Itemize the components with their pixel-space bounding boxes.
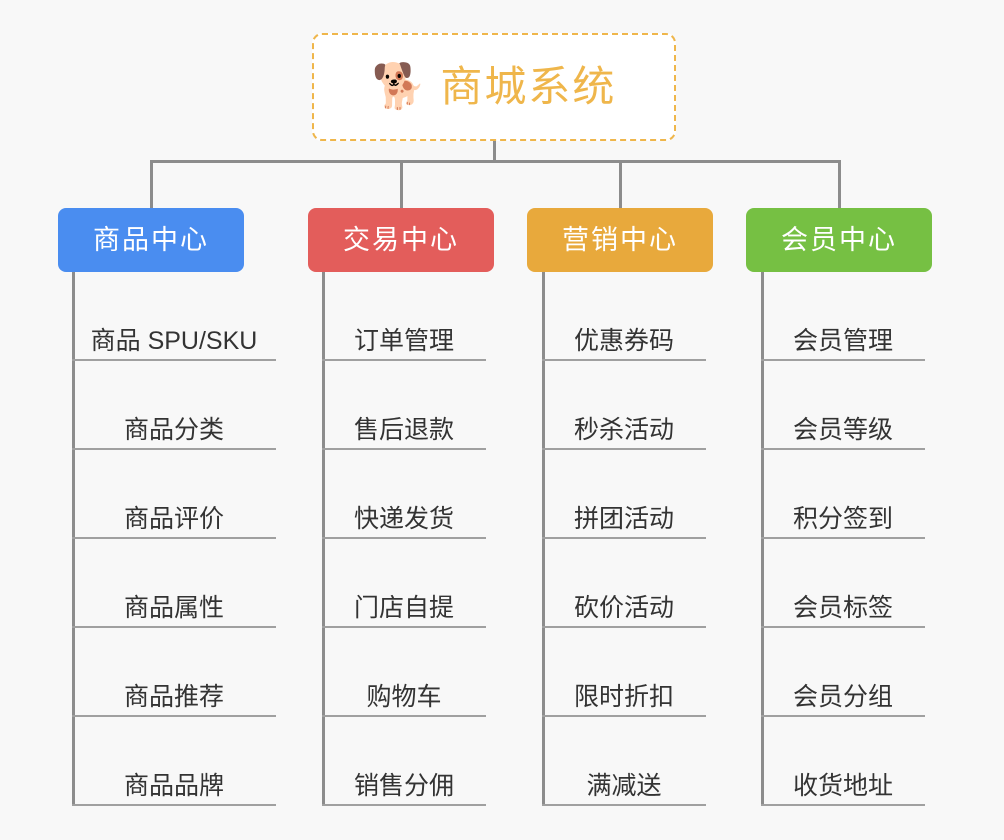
connector-drop-product-center (150, 160, 153, 208)
leaf-trunk-member-center (761, 272, 764, 806)
shiba-dog-icon: 🐕 (371, 62, 427, 111)
leaf-item-label: 收货地址 (792, 771, 893, 800)
leaf-item[interactable]: 收货地址 (761, 717, 925, 806)
leaf-item[interactable]: 快递发货 (322, 450, 486, 539)
leaf-item[interactable]: 商品属性 (72, 539, 276, 628)
leaf-item-label: 商品推荐 (123, 682, 224, 711)
leaf-item-label: 商品属性 (123, 593, 224, 622)
leaf-item[interactable]: 商品品牌 (72, 717, 276, 806)
leaf-trunk-product-center (72, 272, 75, 806)
connector-drop-trade-center (400, 160, 403, 208)
leaf-item[interactable]: 会员标签 (761, 539, 925, 628)
category-label-product-center: 商品中心 (93, 224, 209, 255)
leaf-item[interactable]: 商品评价 (72, 450, 276, 539)
leaf-item[interactable]: 商品 SPU/SKU (72, 272, 276, 361)
leaf-item[interactable]: 购物车 (322, 628, 486, 717)
leaf-trunk-marketing-center (542, 272, 545, 806)
leaf-item-label: 商品品牌 (123, 771, 224, 800)
root-node-mall-system[interactable]: 🐕 商城系统 (312, 33, 676, 141)
leaf-item[interactable]: 会员分组 (761, 628, 925, 717)
category-label-marketing-center: 营销中心 (562, 224, 678, 255)
leaf-item[interactable]: 砍价活动 (542, 539, 706, 628)
leaf-item[interactable]: 限时折扣 (542, 628, 706, 717)
leaf-item-label: 优惠券码 (573, 326, 674, 355)
leaf-item-label: 积分签到 (792, 504, 893, 533)
category-label-member-center: 会员中心 (781, 224, 897, 255)
leaf-item-label: 快递发货 (353, 504, 454, 533)
leaf-item-label: 商品评价 (123, 504, 224, 533)
category-box-trade-center[interactable]: 交易中心 (308, 208, 494, 272)
leaf-item[interactable]: 拼团活动 (542, 450, 706, 539)
leaf-item[interactable]: 积分签到 (761, 450, 925, 539)
leaf-item-label: 商品分类 (123, 415, 224, 444)
leaf-item-label: 会员标签 (792, 593, 893, 622)
leaf-item[interactable]: 满减送 (542, 717, 706, 806)
leaf-item[interactable]: 售后退款 (322, 361, 486, 450)
category-box-member-center[interactable]: 会员中心 (746, 208, 932, 272)
leaf-item-label: 满减送 (586, 771, 662, 800)
connector-drop-marketing-center (619, 160, 622, 208)
leaf-item[interactable]: 会员等级 (761, 361, 925, 450)
leaf-item-label: 砍价活动 (573, 593, 674, 622)
root-node-title: 商城系统 (440, 63, 617, 110)
leaf-item-label: 会员等级 (792, 415, 893, 444)
leaf-column-marketing-center: 优惠券码秒杀活动拼团活动砍价活动限时折扣满减送 (542, 272, 706, 806)
leaf-item-label: 会员分组 (792, 682, 893, 711)
leaf-item-label: 会员管理 (792, 326, 893, 355)
leaf-item-label: 销售分佣 (353, 771, 454, 800)
category-label-trade-center: 交易中心 (343, 224, 459, 255)
leaf-item-label: 购物车 (366, 682, 442, 711)
leaf-column-trade-center: 订单管理售后退款快递发货门店自提购物车销售分佣 (322, 272, 486, 806)
leaf-item[interactable]: 商品推荐 (72, 628, 276, 717)
leaf-item-label: 订单管理 (353, 326, 454, 355)
connector-horizontal-bus (150, 160, 841, 163)
leaf-item[interactable]: 秒杀活动 (542, 361, 706, 450)
leaf-item[interactable]: 商品分类 (72, 361, 276, 450)
leaf-trunk-trade-center (322, 272, 325, 806)
leaf-item[interactable]: 销售分佣 (322, 717, 486, 806)
leaf-column-product-center: 商品 SPU/SKU 商品分类商品评价商品属性商品推荐商品品牌 (72, 272, 276, 806)
connector-drop-member-center (838, 160, 841, 208)
leaf-item[interactable]: 门店自提 (322, 539, 486, 628)
leaf-item-label: 拼团活动 (573, 504, 674, 533)
category-box-marketing-center[interactable]: 营销中心 (527, 208, 713, 272)
leaf-item[interactable]: 优惠券码 (542, 272, 706, 361)
leaf-item-label: 限时折扣 (573, 682, 674, 711)
leaf-item-label: 秒杀活动 (573, 415, 674, 444)
category-box-product-center[interactable]: 商品中心 (58, 208, 244, 272)
leaf-item-label: 商品 SPU/SKU (90, 326, 258, 355)
leaf-item-label: 门店自提 (353, 593, 454, 622)
connector-root-stem (493, 141, 496, 163)
leaf-item[interactable]: 会员管理 (761, 272, 925, 361)
leaf-item-label: 售后退款 (353, 415, 454, 444)
leaf-column-member-center: 会员管理会员等级积分签到会员标签会员分组收货地址 (761, 272, 925, 806)
leaf-item[interactable]: 订单管理 (322, 272, 486, 361)
